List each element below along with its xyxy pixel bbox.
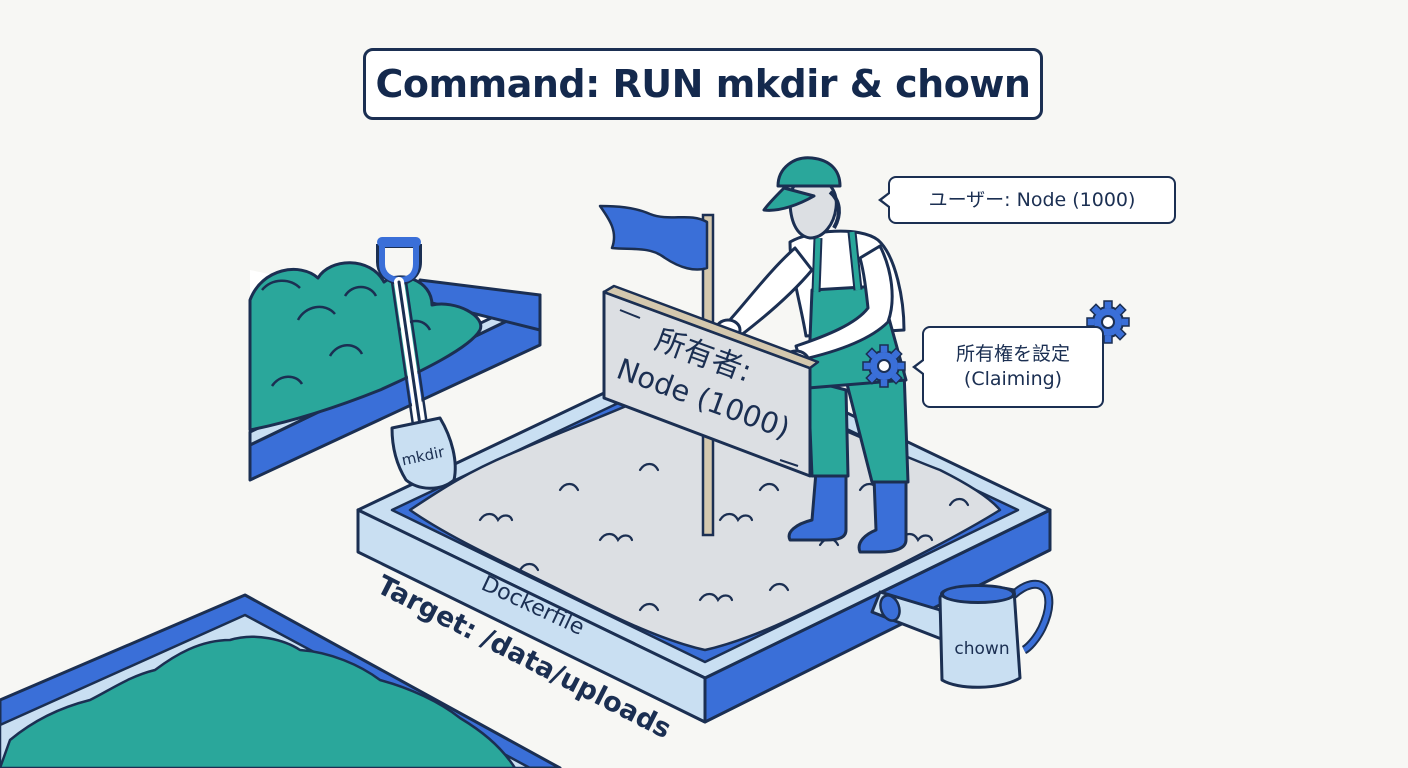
- claim-callout-line2: (Claiming): [963, 368, 1063, 390]
- user-callout: ユーザー: Node (1000): [878, 176, 1176, 224]
- gear-icon: [862, 344, 906, 388]
- claim-callout-line1: 所有権を設定: [955, 343, 1070, 366]
- claim-callout: 所有権を設定 (Claiming): [912, 326, 1104, 408]
- user-callout-text: ユーザー: Node (1000): [928, 188, 1136, 211]
- bush-plot: [248, 261, 542, 482]
- teal-plot: [0, 593, 562, 768]
- command-title: Command: RUN mkdir & chown: [363, 48, 1043, 120]
- shovel-icon: mkdir: [376, 237, 457, 490]
- watering-can-icon: chown: [870, 579, 1054, 689]
- watering-can-label: chown: [954, 639, 1009, 659]
- bush-icon: [248, 261, 483, 432]
- ownership-sign: 所有者: Node (1000): [602, 284, 820, 478]
- worker: [714, 156, 910, 554]
